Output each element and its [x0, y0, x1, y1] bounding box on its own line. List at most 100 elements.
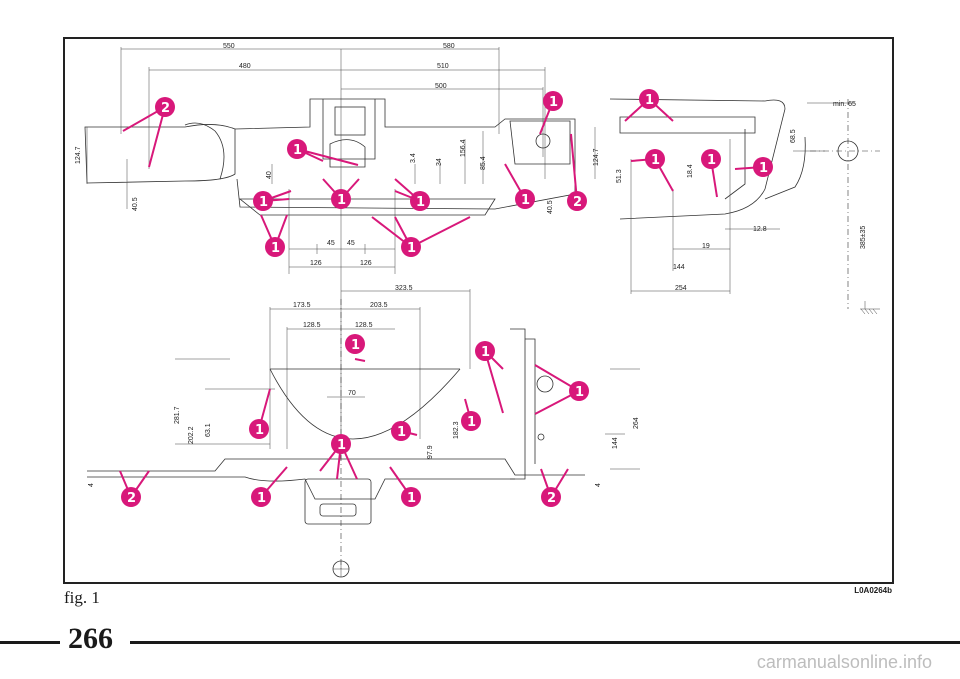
svg-text:264: 264 — [633, 417, 640, 429]
marker-badge: 1 — [461, 411, 481, 431]
svg-text:480: 480 — [239, 63, 251, 70]
marker-badge: 1 — [287, 139, 307, 159]
svg-text:12.8: 12.8 — [753, 226, 767, 233]
svg-text:1: 1 — [259, 195, 268, 210]
marker-badge: 2 — [121, 487, 141, 507]
page-number: 266 — [68, 622, 113, 655]
svg-text:45: 45 — [347, 240, 355, 247]
marker-badge: 1 — [401, 237, 421, 257]
svg-text:1: 1 — [407, 491, 416, 506]
svg-text:156.4: 156.4 — [460, 139, 467, 157]
svg-text:202.2: 202.2 — [188, 426, 195, 444]
svg-text:144: 144 — [673, 264, 685, 271]
svg-text:126: 126 — [310, 260, 322, 267]
marker-badge: 1 — [569, 381, 589, 401]
marker-badge: 1 — [753, 157, 773, 177]
svg-text:1: 1 — [759, 161, 768, 176]
watermark: carmanualsonline.info — [756, 652, 932, 672]
top-view: 550 580 480 510 500 124.7 40.5 40 3.4 34… — [75, 43, 600, 459]
marker-badge: 1 — [265, 237, 285, 257]
svg-text:40.5: 40.5 — [132, 197, 139, 211]
marker-badge: 1 — [410, 191, 430, 211]
svg-text:4: 4 — [88, 483, 95, 487]
svg-text:510: 510 — [437, 63, 449, 70]
marker-badge: 1 — [253, 191, 273, 211]
marker-badge: 1 — [701, 149, 721, 169]
svg-text:40: 40 — [266, 171, 273, 179]
side-view: min. 65 68.5 51.3 18.4 12.8 19 144 254 3… — [609, 98, 880, 315]
svg-text:68.5: 68.5 — [790, 129, 797, 143]
svg-text:323.5: 323.5 — [395, 285, 413, 292]
svg-text:19: 19 — [702, 243, 710, 250]
marker-badge: 1 — [475, 341, 495, 361]
svg-text:1: 1 — [351, 338, 360, 353]
svg-text:51.3: 51.3 — [616, 169, 623, 183]
marker-badge: 2 — [567, 191, 587, 211]
marker-badge: 1 — [331, 189, 351, 209]
svg-text:254: 254 — [675, 285, 687, 292]
svg-text:128.5: 128.5 — [303, 322, 321, 329]
svg-text:40.5: 40.5 — [547, 200, 554, 214]
svg-text:1: 1 — [521, 193, 530, 208]
bottom-view: 323.5 173.5 203.5 128.5 128.5 70 281.7 2… — [87, 285, 640, 578]
svg-text:1: 1 — [271, 241, 280, 256]
svg-text:580: 580 — [443, 43, 455, 50]
svg-text:97.9: 97.9 — [427, 445, 434, 459]
marker-badge: 1 — [645, 149, 665, 169]
svg-text:1: 1 — [337, 438, 346, 453]
page-rule-right — [130, 641, 960, 644]
figure-code: L0A0264b — [854, 586, 892, 595]
svg-text:1: 1 — [549, 95, 558, 110]
svg-text:4: 4 — [595, 483, 602, 487]
svg-text:500: 500 — [435, 83, 447, 90]
marker-badge: 1 — [249, 419, 269, 439]
svg-text:385±35: 385±35 — [860, 226, 867, 249]
marker-badges: 2 1 1 1 1 1 1 1 1 2 1 1 1 1 1 1 1 1 1 1 … — [121, 89, 773, 507]
marker-badge: 1 — [391, 421, 411, 441]
page-rule-left — [0, 641, 60, 644]
svg-text:281.7: 281.7 — [174, 406, 181, 424]
svg-text:1: 1 — [575, 385, 584, 400]
svg-text:1: 1 — [651, 153, 660, 168]
svg-text:1: 1 — [397, 425, 406, 440]
svg-text:45: 45 — [327, 240, 335, 247]
svg-text:2: 2 — [547, 491, 556, 506]
figure-caption: fig. 1 — [64, 588, 100, 607]
marker-badge: 1 — [401, 487, 421, 507]
svg-text:3.4: 3.4 — [410, 153, 417, 163]
svg-text:1: 1 — [481, 345, 490, 360]
marker-badge: 1 — [251, 487, 271, 507]
svg-text:1: 1 — [257, 491, 266, 506]
svg-text:2: 2 — [573, 195, 582, 210]
technical-drawing-frame: 550 580 480 510 500 124.7 40.5 40 3.4 34… — [63, 37, 894, 584]
svg-text:124.7: 124.7 — [75, 146, 82, 164]
marker-badge: 2 — [155, 97, 175, 117]
svg-text:128.5: 128.5 — [355, 322, 373, 329]
marker-badge: 1 — [345, 334, 365, 354]
marker-badge: 1 — [515, 189, 535, 209]
svg-text:1: 1 — [467, 415, 476, 430]
marker-badge: 1 — [331, 434, 351, 454]
svg-text:85.4: 85.4 — [480, 156, 487, 170]
marker-badge: 2 — [541, 487, 561, 507]
svg-text:550: 550 — [223, 43, 235, 50]
svg-text:173.5: 173.5 — [293, 302, 311, 309]
svg-text:124.7: 124.7 — [593, 148, 600, 166]
svg-text:1: 1 — [293, 143, 302, 158]
svg-text:1: 1 — [255, 423, 264, 438]
svg-text:1: 1 — [407, 241, 416, 256]
svg-text:182.3: 182.3 — [453, 421, 460, 439]
svg-text:1: 1 — [337, 193, 346, 208]
svg-text:2: 2 — [127, 491, 136, 506]
svg-text:70: 70 — [348, 390, 356, 397]
svg-text:18.4: 18.4 — [687, 164, 694, 178]
svg-text:203.5: 203.5 — [370, 302, 388, 309]
svg-text:1: 1 — [645, 93, 654, 108]
svg-text:144: 144 — [612, 437, 619, 449]
svg-text:1: 1 — [416, 195, 425, 210]
marker-badge: 1 — [639, 89, 659, 109]
underbody-diagram: 550 580 480 510 500 124.7 40.5 40 3.4 34… — [75, 43, 880, 578]
svg-text:126: 126 — [360, 260, 372, 267]
svg-text:2: 2 — [161, 101, 170, 116]
svg-text:1: 1 — [707, 153, 716, 168]
